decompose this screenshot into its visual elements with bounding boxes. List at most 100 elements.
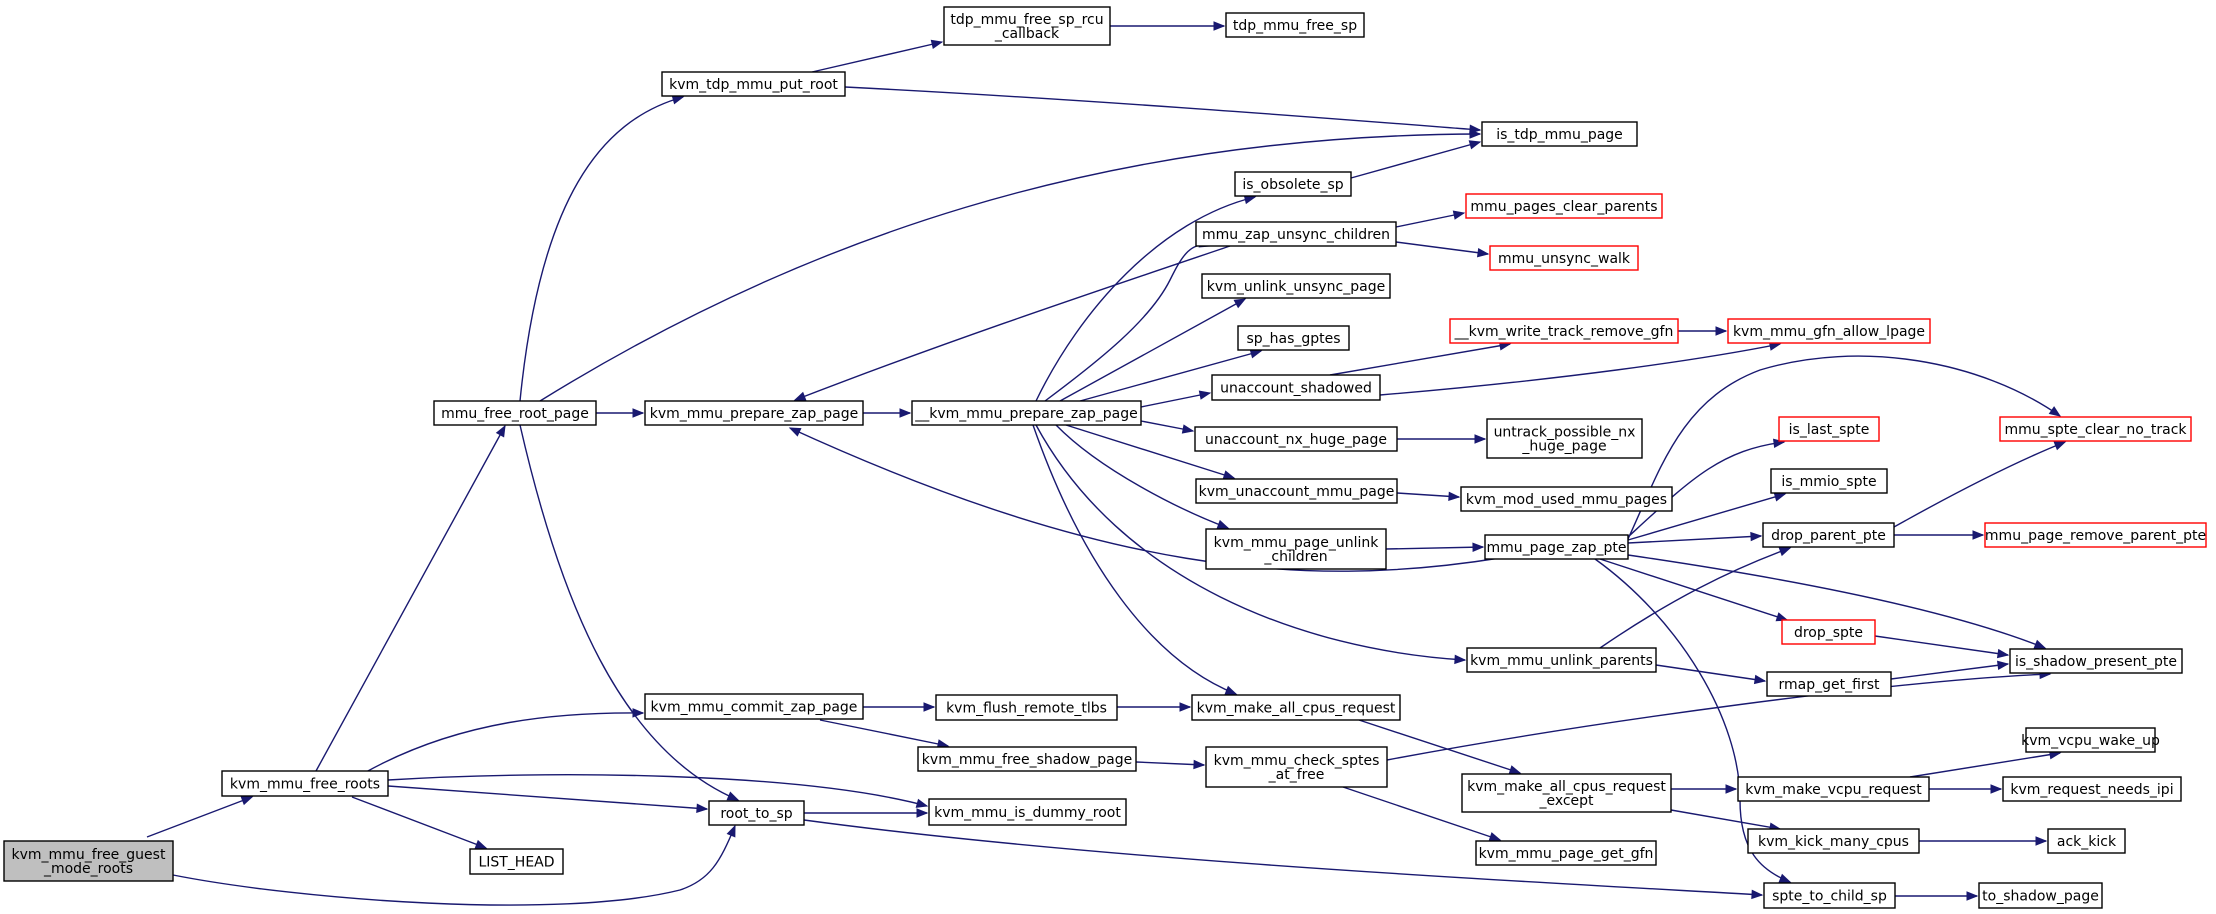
function-node-is_obsolete_sp[interactable]: is_obsolete_sp [1234,171,1352,197]
function-node-kvm_mmu_page_get_gfn[interactable]: kvm_mmu_page_get_gfn [1475,840,1657,866]
edge-n17-n19 [1342,786,1502,842]
function-node-is_mmio_spte[interactable]: is_mmio_spte [1770,468,1888,494]
node-label: unaccount_nx_huge_page [1205,432,1387,448]
function-node-mmu_page_zap_pte[interactable]: mmu_page_zap_pte [1484,534,1629,560]
node-box [433,400,597,426]
node-box [917,746,1137,772]
function-node-rmap_get_first[interactable]: rmap_get_first [1766,671,1892,697]
function-node-is_shadow_present_pte[interactable]: is_shadow_present_pte [2009,648,2183,674]
function-node-kvm_request_needs_ipi[interactable]: kvm_request_needs_ipi [2002,776,2182,802]
function-node-kvm_vcpu_wake_up[interactable]: kvm_vcpu_wake_up [2021,727,2160,753]
edge-n4-n5 [1895,891,1979,901]
function-node-kvm_flush_remote_tlbs[interactable]: kvm_flush_remote_tlbs [935,694,1118,721]
node-label: kvm_mmu_free_roots [230,777,380,793]
arrowhead [1996,660,2010,671]
function-node-kvm_mmu_free_roots[interactable]: kvm_mmu_free_roots [221,770,389,797]
function-node-drop_spte[interactable]: drop_spte [1781,619,1876,645]
edge-line [1627,535,1762,544]
node-label: is_shadow_present_pte [2015,654,2177,670]
function-node-unaccount_shadowed[interactable]: unaccount_shadowed [1211,374,1381,401]
edge-line [1395,241,1489,255]
function-node-mmu_zap_unsync_children[interactable]: mmu_zap_unsync_children [1195,221,1397,247]
edge-n13-n14 [1929,784,2003,794]
edge-line [844,86,1481,131]
function-node-__kvm_write_track_remove_gfn[interactable]: __kvm_write_track_remove_gfn [1449,318,1679,344]
function-node-ack_kick[interactable]: ack_kick [2047,828,2126,854]
function-node-kvm_mmu_prepare_zap_page[interactable]: kvm_mmu_prepare_zap_page [644,400,864,426]
arrowhead [726,791,740,801]
function-node-LIST_HEAD[interactable]: LIST_HEAD [469,848,564,875]
arrowhead [923,702,936,712]
function-node-kvm_tdp_mmu_put_root[interactable]: kvm_tdp_mmu_put_root [661,71,846,97]
edge-line [1627,493,1786,541]
function-node-kvm_unlink_unsync_page[interactable]: kvm_unlink_unsync_page [1201,273,1391,299]
edge-line [1627,355,2061,540]
node-label: root_to_sp [720,806,792,822]
node-box [1225,12,1365,38]
node-box [644,693,864,720]
function-node-kvm_kick_many_cpus[interactable]: kvm_kick_many_cpus [1747,828,1920,854]
function-node-kvm_mmu_check_sptes_at_free[interactable]: kvm_mmu_check_sptes_at_free [1205,746,1388,788]
edge-line [172,825,736,906]
edge-n11-n12 [1919,836,2048,846]
function-node-mmu_pages_clear_parents[interactable]: mmu_pages_clear_parents [1465,193,1663,219]
arrowhead [1966,891,1979,901]
function-node-mmu_free_root_page[interactable]: mmu_free_root_page [433,400,597,426]
node-label: mmu_pages_clear_parents [1470,199,1657,215]
function-node-kvm_mmu_commit_zap_page[interactable]: kvm_mmu_commit_zap_page [644,693,864,720]
function-node-is_last_spte[interactable]: is_last_spte [1778,416,1880,442]
edge-line [1670,809,1781,830]
function-node-untrack_possible_nx_huge_page[interactable]: untrack_possible_nx_huge_page [1486,418,1643,459]
node-label: _at_free [1268,767,1325,783]
node-label: spte_to_child_sp [1772,889,1887,905]
function-node-tdp_mmu_free_sp_rcu_callback[interactable]: tdp_mmu_free_sp_rcu_callback [943,6,1111,46]
function-node-kvm_mmu_unlink_parents[interactable]: kvm_mmu_unlink_parents [1466,647,1657,673]
function-node-mmu_spte_clear_no_track[interactable]: mmu_spte_clear_no_track [1999,416,2192,442]
function-node-kvm_mmu_is_dummy_root[interactable]: kvm_mmu_is_dummy_root [928,798,1127,826]
node-box [1489,245,1639,271]
edge-line [365,712,644,773]
function-node-unaccount_nx_huge_page[interactable]: unaccount_nx_huge_page [1194,426,1398,452]
function-node-to_shadow_page[interactable]: to_shadow_page [1978,882,2103,909]
node-box [1747,828,1920,854]
edge-n0-n1 [146,796,254,838]
node-label: is_last_spte [1789,422,1870,438]
edge-n26-n29 [1627,355,2062,540]
function-node-spte_to_child_sp[interactable]: spte_to_child_sp [1763,882,1896,909]
function-node-mmu_page_remove_parent_pte[interactable]: mmu_page_remove_parent_pte [1984,522,2207,548]
function-node-kvm_mod_used_mmu_pages[interactable]: kvm_mod_used_mmu_pages [1460,486,1673,512]
function-node-__kvm_mmu_prepare_zap_page[interactable]: __kvm_mmu_prepare_zap_page [911,400,1142,426]
edge-n38-n22 [793,245,1231,401]
edge-line [1379,343,1781,396]
function-node-kvm_mmu_gfn_allow_lpage[interactable]: kvm_mmu_gfn_allow_lpage [1727,318,1931,344]
node-label: tdp_mmu_free_sp [1233,18,1357,34]
function-node-mmu_unsync_walk[interactable]: mmu_unsync_walk [1489,245,1639,271]
function-node-sp_has_gptes[interactable]: sp_has_gptes [1237,325,1350,351]
arrowhead [1753,674,1767,685]
edge-n48-n49 [1110,21,1226,31]
node-box [1461,773,1672,813]
function-node-kvm_mmu_free_guest_mode_roots[interactable]: kvm_mmu_free_guest_mode_roots [3,840,174,882]
arrowhead [1508,765,1522,775]
node-box [661,71,846,97]
arrowhead [1198,390,1212,400]
function-node-drop_parent_pte[interactable]: drop_parent_pte [1762,522,1895,548]
edge-n2-n4 [803,819,1764,900]
node-box [644,400,864,426]
edge-line [387,774,928,807]
node-box [2025,727,2156,753]
edge-n10-n11 [1670,809,1782,832]
function-node-kvm_unaccount_mmu_page[interactable]: kvm_unaccount_mmu_page [1195,478,1398,504]
function-node-kvm_make_all_cpus_request_except[interactable]: kvm_make_all_cpus_request_except [1461,773,1672,813]
function-node-kvm_mmu_page_unlink_children[interactable]: kvm_mmu_page_unlink_children [1205,528,1387,570]
function-node-root_to_sp[interactable]: root_to_sp [708,800,805,826]
node-label: mmu_free_root_page [441,406,589,422]
arrowhead [1452,210,1466,220]
function-node-kvm_mmu_free_shadow_page[interactable]: kvm_mmu_free_shadow_page [917,746,1137,772]
function-node-kvm_make_all_cpus_request[interactable]: kvm_make_all_cpus_request [1191,694,1401,721]
function-node-tdp_mmu_free_sp[interactable]: tdp_mmu_free_sp [1225,12,1365,38]
node-label: drop_spte [1794,625,1863,641]
function-node-kvm_make_vcpu_request[interactable]: kvm_make_vcpu_request [1737,776,1930,802]
function-node-is_tdp_mmu_page[interactable]: is_tdp_mmu_page [1481,121,1638,147]
node-box [1781,619,1876,645]
